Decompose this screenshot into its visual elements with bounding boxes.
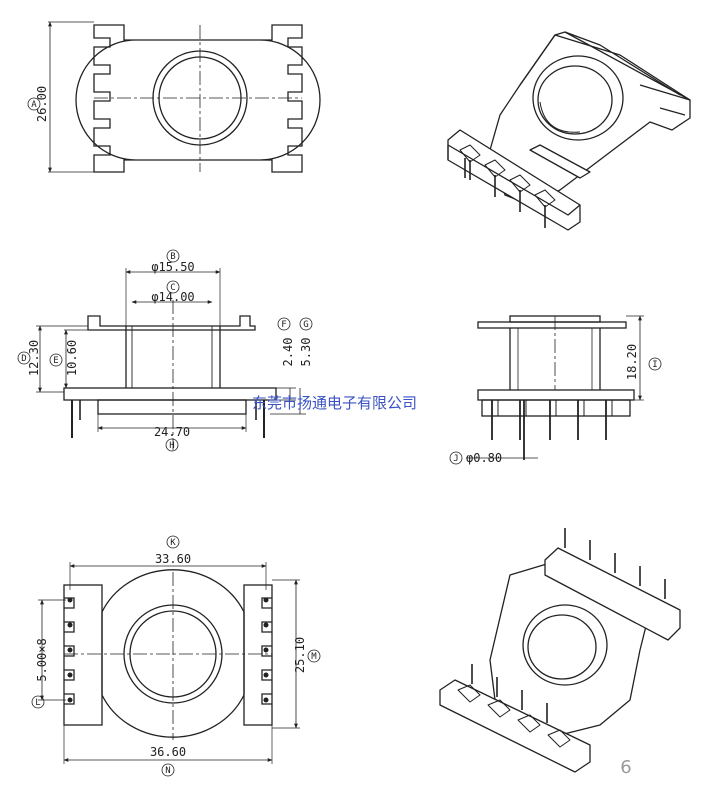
- dim-A: A 26.00: [27, 21, 94, 173]
- bottom-view: [63, 569, 273, 740]
- top-view: [75, 24, 321, 173]
- dim-H-tag: H: [169, 441, 174, 451]
- dim-B: B φ15.50: [125, 249, 221, 326]
- dim-F: F 2.40: [276, 317, 296, 401]
- dim-N: 36.60 N: [63, 725, 273, 777]
- dim-I-tag: I: [652, 360, 657, 370]
- dim-D: D 12.30: [17, 325, 88, 393]
- dim-L-value: 5.00×8: [35, 638, 49, 681]
- dim-L-tag: L: [35, 698, 40, 708]
- dim-E: E 10.60: [49, 329, 88, 389]
- dim-K-tag: K: [170, 538, 176, 548]
- dim-D-value: 12.30: [27, 340, 41, 376]
- dim-M-tag: M: [311, 652, 317, 662]
- dim-L: L 5.00×8: [31, 599, 66, 709]
- front-view: [63, 300, 277, 450]
- dim-K-value: 33.60: [155, 552, 191, 566]
- dim-G-tag: G: [303, 320, 308, 330]
- company-watermark: 东莞市扬通电子有限公司: [252, 394, 417, 412]
- dim-I: 18.20 I: [625, 315, 662, 401]
- top-view-right-flange: [259, 24, 321, 173]
- dim-C: C φ14.00: [131, 280, 213, 304]
- dim-E-tag: E: [53, 356, 58, 366]
- dim-E-value: 10.60: [65, 340, 79, 376]
- dim-M-value: 25.10: [293, 637, 307, 673]
- dim-J-tag: J: [453, 454, 458, 464]
- dim-H: 24.70 H: [97, 414, 247, 452]
- side-view: [477, 315, 635, 460]
- dim-D-tag: D: [21, 354, 26, 364]
- dim-G-value: 5.30: [299, 338, 313, 367]
- top-view-left-flange: [75, 24, 137, 173]
- dim-G: G 5.30: [270, 317, 313, 415]
- top-view-body-outline: [136, 39, 260, 161]
- dim-A-tag: A: [31, 100, 37, 110]
- dim-K: K 33.60: [69, 535, 267, 590]
- dim-M: 25.10 M: [272, 579, 321, 729]
- dim-A-value: 26.00: [35, 86, 49, 122]
- dim-H-value: 24.70: [154, 425, 190, 439]
- dim-J-value: φ0.80: [466, 451, 502, 465]
- dim-I-value: 18.20: [625, 344, 639, 380]
- dim-F-tag: F: [281, 320, 286, 330]
- dim-B-value: φ15.50: [151, 260, 194, 274]
- page-number: 6: [620, 757, 631, 778]
- iso-view-top: [447, 31, 691, 231]
- dim-C-tag: C: [170, 283, 175, 293]
- dim-J: J φ0.80: [449, 451, 538, 465]
- dim-B-tag: B: [170, 252, 175, 262]
- dim-F-value: 2.40: [281, 338, 295, 367]
- iso-view-bottom: [439, 528, 681, 773]
- dim-C-value: φ14.00: [151, 290, 194, 304]
- dim-N-tag: N: [165, 766, 170, 776]
- dim-N-value: 36.60: [150, 745, 186, 759]
